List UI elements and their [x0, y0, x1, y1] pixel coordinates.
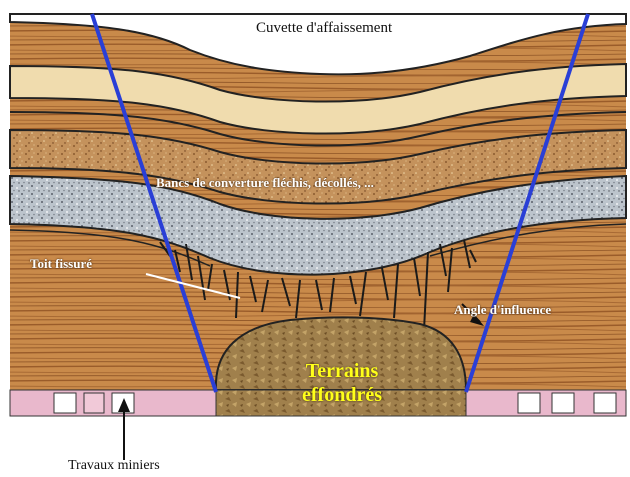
label-toit: Toit fissuré — [30, 256, 92, 272]
label-angle: Angle d'influence — [454, 302, 551, 318]
label-travaux: Travaux miniers — [68, 458, 160, 474]
label-bancs: Bancs de converture fléchis, décollés, .… — [156, 175, 374, 191]
label-terrains-line2: effondrés — [292, 384, 392, 407]
label-cuvette: Cuvette d'affaissement — [256, 20, 392, 37]
label-terrains-line1: Terrains — [292, 360, 392, 383]
